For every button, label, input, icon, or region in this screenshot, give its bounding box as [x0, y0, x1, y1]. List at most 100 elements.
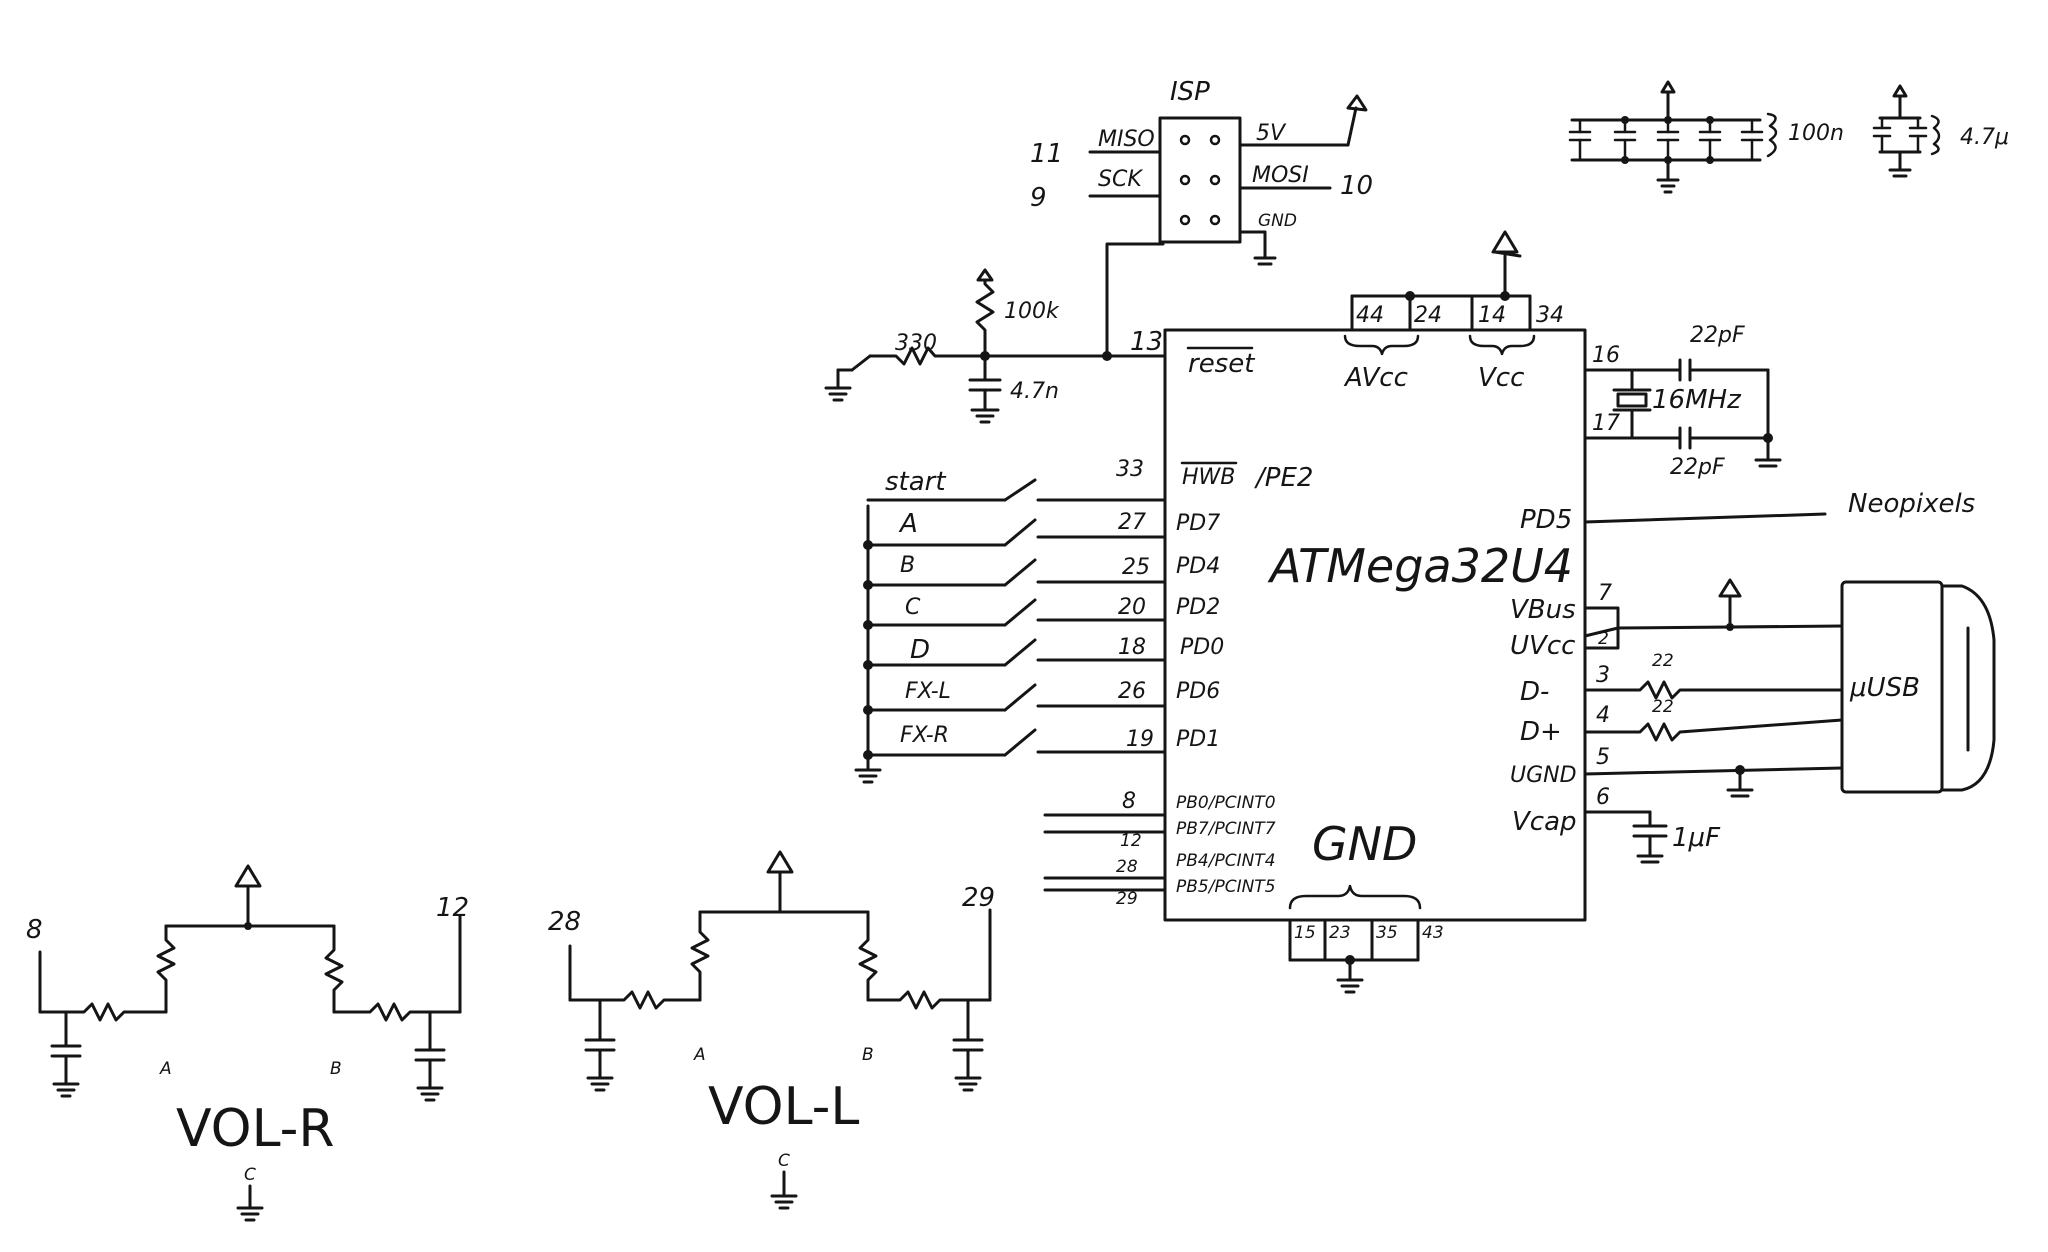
- mcu-name: ATMega32U4: [1267, 539, 1573, 593]
- button-b-port: PD4: [1176, 554, 1220, 579]
- usb-connector-label: μUSB: [1849, 673, 1920, 703]
- isp-sck-pin: 9: [1030, 183, 1047, 213]
- xtal-pin-17: 17: [1592, 411, 1620, 436]
- button-c-pin: 20: [1118, 595, 1146, 620]
- button-b: B 25 PD4: [866, 553, 1220, 587]
- vol-r-b-label: B: [330, 1059, 342, 1079]
- isp-header: ISP MISO SCK 11 9 5V MOSI GND 10: [1030, 77, 1373, 266]
- usb-dminus-label: D-: [1520, 677, 1549, 707]
- button-d-port: PD0: [1180, 635, 1224, 660]
- button-start: start 33: [866, 457, 1167, 502]
- crystal-circuit: 16 17 16MHz 22pF 22pF: [1583, 323, 1782, 480]
- pcint-port-pb5: PB5/PCINT5: [1176, 877, 1276, 897]
- decoupling-bank: 100n 4.7μ: [1568, 80, 2009, 194]
- neopixels-label: Neopixels: [1848, 489, 1975, 519]
- usb-section: VBus UVcc D- D+ UGND Vcap 7 2 3 22 4 22 …: [1510, 578, 1996, 864]
- button-fx-l-label: FX-L: [905, 679, 951, 704]
- pin-14: 14: [1478, 303, 1506, 328]
- button-array: start 33 A 27 PD7 B 25 PD4 C 20 PD2: [854, 457, 1224, 784]
- pcint-port-pb0: PB0/PCINT0: [1176, 793, 1276, 813]
- bank-cap-value: 100n: [1788, 121, 1844, 146]
- pin-23: 23: [1329, 923, 1351, 943]
- usb-pin-3: 3: [1596, 663, 1610, 688]
- micro-usb-connector: μUSB: [1840, 580, 1996, 794]
- power-pins-top: 44 24 14 34 AVcc Vcc: [1343, 230, 1564, 393]
- button-c-port: PD2: [1176, 595, 1220, 620]
- pin-44: 44: [1356, 303, 1384, 328]
- encoder-vol-l: 28 29 A B VOL-L C: [548, 850, 995, 1210]
- button-a: A 27 PD7: [866, 509, 1220, 547]
- vol-l-c-label: C: [778, 1151, 790, 1171]
- button-fx-l-port: PD6: [1176, 679, 1220, 704]
- xtal-cap-top: 22pF: [1690, 323, 1745, 348]
- vol-l-a-label: A: [693, 1045, 706, 1065]
- pcint-port-pb4: PB4/PCINT4: [1176, 851, 1276, 871]
- pcint-pins: 8 12 28 29 PB0/PCINT0 PB7/PCINT7 PB4/PCI…: [1043, 789, 1276, 909]
- reset-pin-number: 13: [1130, 327, 1163, 357]
- button-fx-r-pin: 19: [1126, 727, 1154, 752]
- button-fx-r-label: FX-R: [900, 723, 949, 748]
- pd5-pin-label: PD5: [1520, 505, 1572, 535]
- usb-uvcc-label: UVcc: [1510, 631, 1575, 661]
- vol-l-left-pin: 28: [548, 907, 581, 937]
- pin-35: 35: [1376, 923, 1398, 943]
- xtal-pin-16: 16: [1592, 343, 1620, 368]
- isp-mosi-label: MOSI: [1252, 163, 1309, 188]
- usb-pin-4: 4: [1596, 703, 1610, 728]
- usb-pin-6: 6: [1596, 785, 1610, 810]
- button-d: D 18 PD0: [866, 635, 1224, 667]
- bulk-cap-value: 4.7μ: [1960, 125, 2009, 150]
- vol-l-b-label: B: [862, 1045, 874, 1065]
- isp-5v-label: 5V: [1256, 121, 1287, 146]
- pcint-pin-8: 8: [1122, 789, 1136, 814]
- avcc-label: AVcc: [1343, 363, 1408, 393]
- vol-l-right-pin: 29: [962, 883, 995, 913]
- usb-pin-5: 5: [1596, 745, 1610, 770]
- button-a-label: A: [898, 509, 918, 539]
- button-start-label: start: [885, 467, 946, 497]
- button-d-pin: 18: [1118, 635, 1146, 660]
- vol-r-left-pin: 8: [26, 915, 43, 945]
- mcu-chip: ATMega32U4 reset HWB /PE2 PD5: [1163, 328, 1587, 922]
- xtal-cap-bottom: 22pF: [1670, 455, 1725, 480]
- vcap-cap-value: 1μF: [1672, 823, 1721, 853]
- isp-mosi-pin: 10: [1340, 171, 1373, 201]
- reset-pin-label: reset: [1188, 349, 1255, 379]
- button-fx-l-pin: 26: [1118, 679, 1146, 704]
- button-c: C 20 PD2: [866, 595, 1220, 627]
- usb-dplus-label: D+: [1520, 717, 1562, 747]
- pin-34: 34: [1536, 303, 1564, 328]
- vol-r-c-label: C: [244, 1165, 256, 1185]
- gnd-pins-bottom: GND 15 23 35 43: [1288, 817, 1444, 994]
- button-start-pin: 33: [1116, 457, 1144, 482]
- pcint-pin-29: 29: [1116, 889, 1138, 909]
- neopixel-output: Neopixels: [1583, 489, 1975, 524]
- button-a-port: PD7: [1176, 511, 1220, 536]
- button-fx-l: FX-L 26 PD6: [866, 679, 1220, 712]
- pcint-pin-12: 12: [1120, 831, 1142, 851]
- usb-dminus-resistor: 22: [1652, 651, 1674, 671]
- pcint-port-pb7: PB7/PCINT7: [1176, 819, 1276, 839]
- usb-dplus-resistor: 22: [1652, 697, 1674, 717]
- hwb-pin-label: HWB: [1182, 465, 1235, 490]
- reset-circuit: 13 100k 4.7n 330: [824, 242, 1167, 424]
- gnd-label: GND: [1312, 817, 1417, 871]
- isp-title: ISP: [1170, 77, 1210, 107]
- usb-vbus-label: VBus: [1510, 595, 1576, 625]
- usb-pin-2: 2: [1598, 629, 1609, 649]
- pullup-resistor-value: 100k: [1004, 299, 1060, 324]
- button-fx-r-port: PD1: [1176, 727, 1220, 752]
- isp-sck-label: SCK: [1098, 167, 1143, 192]
- pin-43: 43: [1422, 923, 1444, 943]
- button-fx-r: FX-R 19 PD1: [866, 723, 1220, 757]
- isp-miso-pin: 11: [1030, 139, 1063, 169]
- vol-r-a-label: A: [159, 1059, 172, 1079]
- pcint-pin-28: 28: [1116, 857, 1138, 877]
- vol-r-right-pin: 12: [436, 893, 469, 923]
- usb-ugnd-label: UGND: [1510, 763, 1577, 788]
- reset-resistor-value: 330: [895, 331, 937, 356]
- encoder-vol-r: 8 12 A B VOL-R C: [26, 864, 469, 1222]
- button-a-pin: 27: [1118, 510, 1146, 535]
